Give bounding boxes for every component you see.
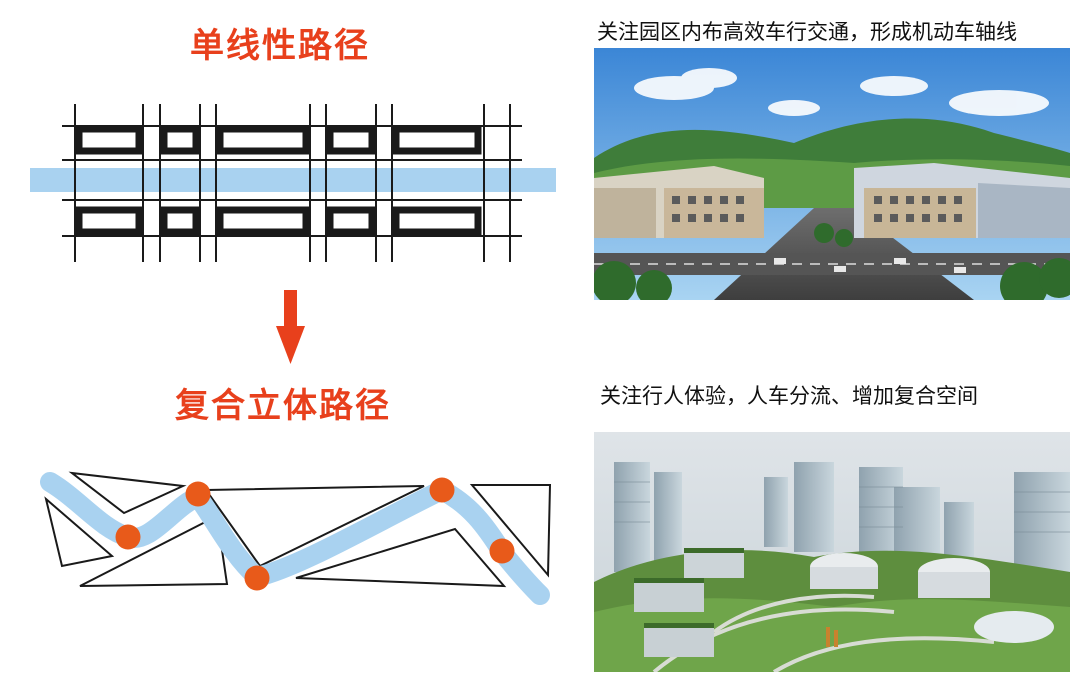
compound-city-rendering [594, 432, 1070, 672]
route-nodes [115, 477, 515, 591]
compound-city-image [594, 432, 1070, 672]
linear-grid-diagram [30, 104, 556, 262]
building-blocks-top [75, 125, 482, 155]
industrial-park-image [594, 48, 1070, 300]
space-triangles [44, 471, 552, 588]
industrial-park-rendering [594, 48, 1070, 300]
linear-road-band [30, 168, 556, 192]
compound-path-title: 复合立体路径 [175, 386, 391, 426]
route-node [489, 538, 515, 564]
grid-vertical-lines [74, 104, 511, 262]
vehicle-traffic-caption: 关注园区内布高效车行交通，形成机动车轴线 [597, 20, 1017, 44]
linear-path-title: 单线性路径 [190, 26, 370, 66]
route-node [115, 524, 141, 550]
route-node [429, 477, 455, 503]
route-node [244, 565, 270, 591]
route-node [185, 481, 211, 507]
compound-path-diagram [40, 471, 552, 605]
down-arrow-icon [276, 290, 305, 364]
pedestrian-experience-caption: 关注行人体验，人车分流、增加复合空间 [600, 384, 978, 408]
building-blocks-bottom [75, 206, 482, 236]
